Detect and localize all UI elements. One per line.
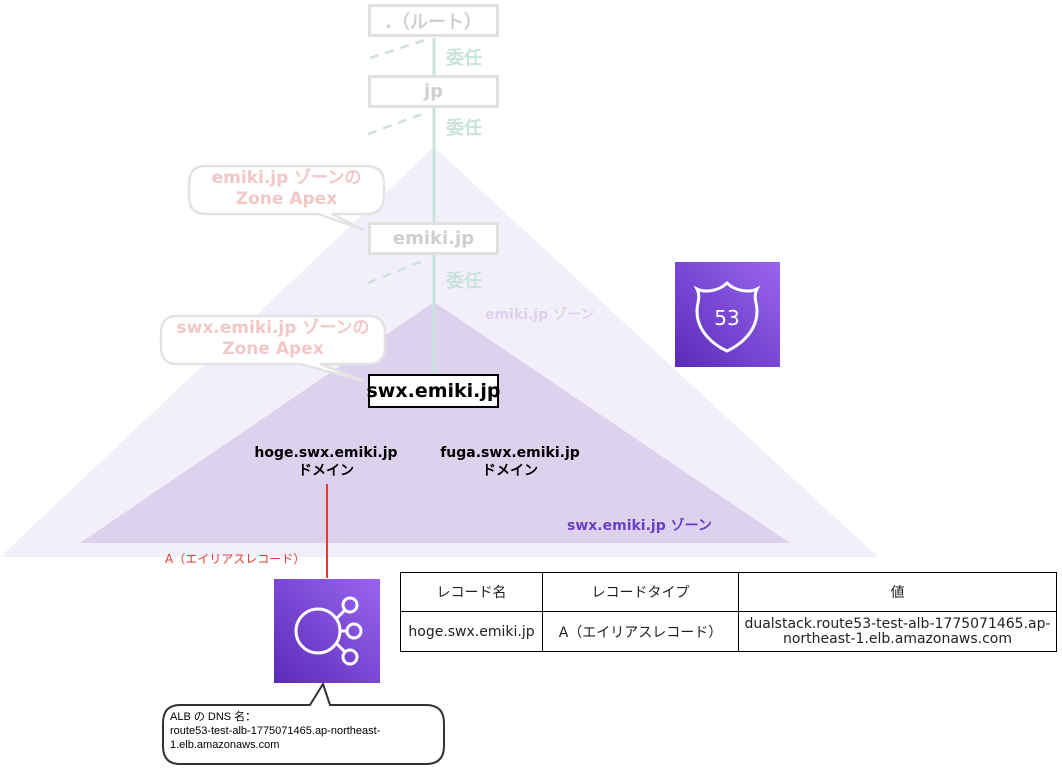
emiki-apex-line1: emiki.jp ゾーンの — [211, 168, 362, 188]
load-balancer-icon — [274, 579, 380, 683]
delegation-dash-3 — [367, 258, 426, 285]
swx-apex-callout: swx.emiki.jp ゾーンの Zone Apex — [161, 318, 385, 360]
alb-dns-callout: ALB の DNS 名： route53-test-alb-1775071465… — [170, 710, 380, 752]
swx-apex-line1: swx.emiki.jp ゾーンの — [176, 318, 370, 338]
fuga-domain-line2: ドメイン — [482, 463, 538, 479]
route53-icon: 53 — [675, 262, 780, 367]
swx-domain-box: swx.emiki.jp — [366, 374, 501, 408]
emiki-apex-callout: emiki.jp ゾーンの Zone Apex — [189, 168, 384, 210]
swx-zone-triangle — [80, 302, 790, 543]
fuga-domain-line1: fuga.swx.emiki.jp — [440, 445, 580, 461]
delegation-dash-2 — [367, 111, 426, 136]
swx-apex-line2: Zone Apex — [222, 339, 324, 359]
hoge-domain-line2: ドメイン — [298, 463, 354, 479]
record-table-header-row: レコード名 レコードタイプ 値 — [400, 572, 1057, 612]
jp-domain-label: jp — [423, 81, 444, 102]
cell-record-value-line1: dualstack.route53-test-alb-1775071465.ap… — [744, 615, 1051, 632]
record-table-row: hoge.swx.emiki.jp A（エイリアスレコード） dualstack… — [400, 611, 1057, 652]
cell-record-value: dualstack.route53-test-alb-1775071465.ap… — [738, 611, 1057, 652]
emiki-zone-label: emiki.jp ゾーン — [485, 307, 595, 323]
cell-record-value-line2: northeast-1.elb.amazonaws.com — [782, 630, 1013, 647]
hoge-domain-line1: hoge.swx.emiki.jp — [254, 445, 398, 461]
root-domain-label: .（ルート） — [385, 11, 482, 33]
delegation-dash-1 — [369, 38, 426, 60]
root-domain-box: .（ルート） — [368, 4, 499, 37]
header-record-value: 値 — [738, 572, 1057, 612]
record-table: レコード名 レコードタイプ 値 hoge.swx.emiki.jp A（エイリア… — [400, 572, 1057, 652]
cell-record-type: A（エイリアスレコード） — [542, 611, 739, 652]
jp-domain-box: jp — [368, 75, 499, 108]
fuga-domain: fuga.swx.emiki.jp ドメイン — [430, 444, 590, 480]
swx-zone-label: swx.emiki.jp ゾーン — [567, 518, 712, 534]
emiki-apex-callout-shape — [187, 164, 386, 232]
delegate-label-1: 委任 — [446, 48, 482, 69]
alias-record-label: A（エイリアスレコード） — [165, 552, 306, 566]
emiki-apex-line2: Zone Apex — [235, 189, 338, 209]
swx-domain-label: swx.emiki.jp — [366, 380, 501, 402]
alb-dns-callout-shape — [162, 681, 445, 765]
alb-dns-line2: route53-test-alb-1775071465.ap-northeast… — [170, 725, 381, 737]
cell-record-name: hoge.swx.emiki.jp — [400, 611, 543, 652]
alb-dns-line3: 1.elb.amazonaws.com — [170, 739, 280, 751]
hoge-domain: hoge.swx.emiki.jp ドメイン — [246, 444, 406, 480]
route53-icon-text: 53 — [714, 306, 739, 330]
swx-apex-callout-shape — [159, 314, 387, 383]
emiki-domain-box: emiki.jp — [368, 222, 499, 255]
header-record-type: レコードタイプ — [542, 572, 739, 612]
delegate-label-3: 委任 — [446, 271, 482, 292]
alb-dns-line1: ALB の DNS 名： — [170, 711, 257, 723]
header-record-name: レコード名 — [400, 572, 543, 612]
emiki-domain-label: emiki.jp — [392, 228, 475, 249]
delegate-label-2: 委任 — [446, 118, 482, 139]
